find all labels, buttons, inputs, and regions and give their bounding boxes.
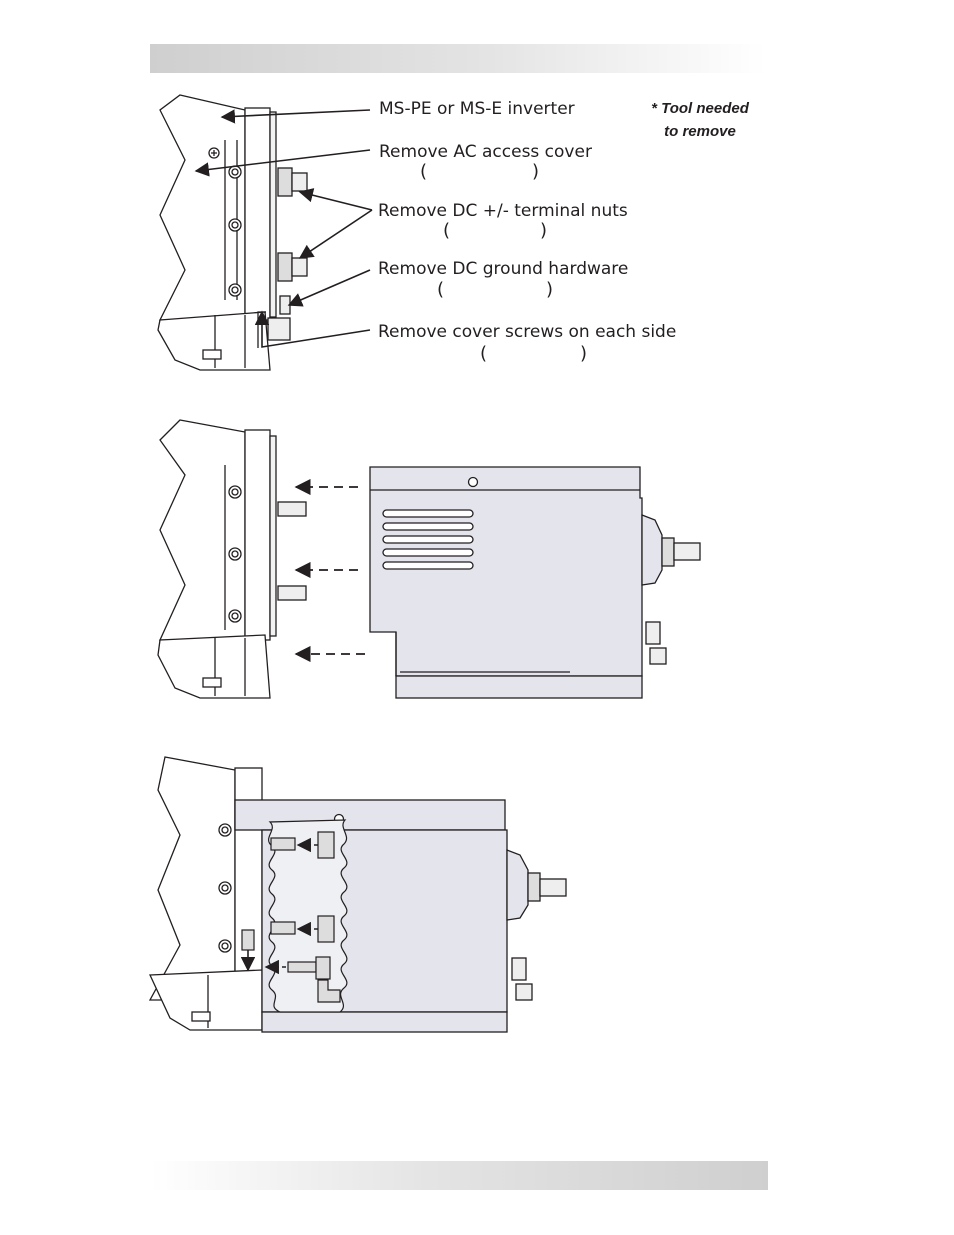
paren-close-ac: ) [532, 161, 540, 182]
footer-band [150, 1161, 768, 1190]
callout-inverter: MS-PE or MS-E inverter [379, 99, 575, 119]
paren-open-ground: ( [437, 279, 445, 300]
paren-close-dc: ) [540, 220, 548, 241]
inverter-side-view-1 [157, 94, 308, 371]
leader-lines [194, 109, 373, 348]
inverter-side-view-3 [148, 756, 263, 1031]
paren-close-ground: ) [546, 279, 554, 300]
paren-open-dc: ( [443, 220, 451, 241]
paren-open-screws: ( [480, 343, 488, 364]
install-arrows [240, 837, 318, 975]
paren-open-ac: ( [420, 161, 428, 182]
tool-note: * Tool needed to remove [640, 97, 760, 143]
callout-dc-ground: Remove DC ground hardware [378, 259, 629, 279]
inverter-side-view-2 [157, 419, 307, 699]
paren-close-screws: ) [580, 343, 588, 364]
callout-cover-screws: Remove cover screws on each side [378, 322, 677, 342]
tool-note-line2: to remove [664, 123, 736, 140]
tool-note-line1: * Tool needed [651, 100, 749, 117]
removal-arrows [294, 478, 365, 663]
ac-access-cover [369, 466, 701, 699]
cutaway-detail [241, 819, 348, 1013]
callout-ac-cover: Remove AC access cover [379, 142, 592, 162]
header-band [150, 44, 766, 73]
callout-dc-nuts: Remove DC +/- terminal nuts [378, 201, 628, 221]
